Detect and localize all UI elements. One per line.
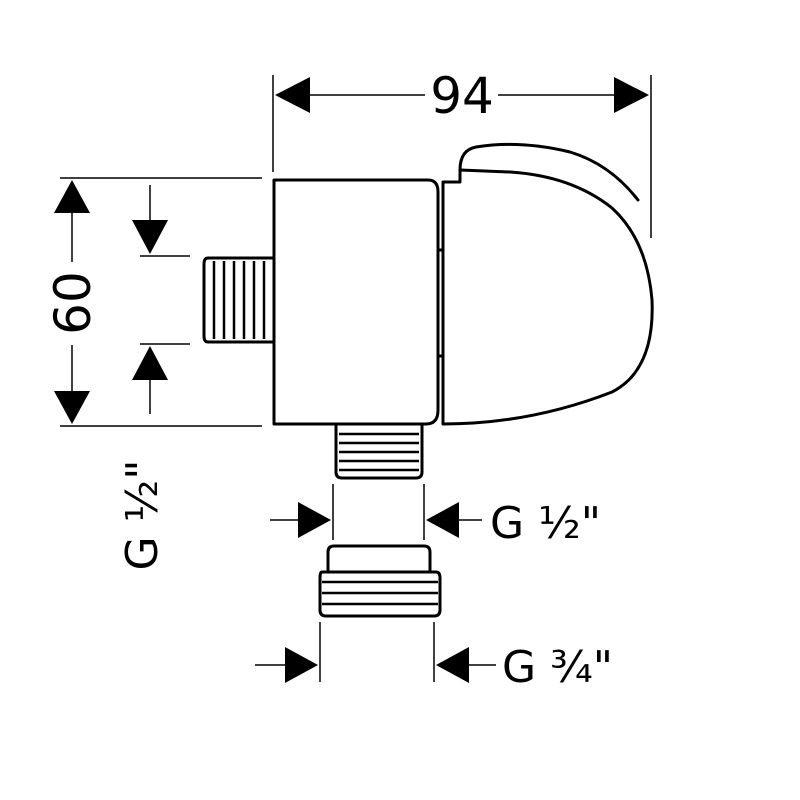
inlet-arrow-top [132, 220, 168, 254]
inlet-thread-label: G ½" [117, 460, 168, 571]
height-arrow-bottom [54, 391, 90, 424]
dome-cap-lip [458, 142, 640, 202]
width-label: 94 [430, 67, 494, 125]
adapter-top-collar [326, 544, 432, 574]
outlet-inner-arrow-right [426, 502, 459, 538]
outlet-thread-outline [334, 422, 424, 480]
outlet-inner-arrow-left [298, 502, 331, 538]
inlet-thread-dimension: G ½" [117, 185, 190, 570]
outlet-outer-dimension: G ¾" [255, 622, 613, 693]
height-label: 60 [44, 271, 102, 335]
body-block [272, 178, 440, 426]
outlet-outer-arrow-left [285, 647, 318, 683]
inlet-thread [202, 256, 276, 344]
width-dimension: 94 [272, 67, 652, 238]
width-arrow-left [275, 77, 310, 113]
outlet-inner-label: G ½" [490, 498, 601, 549]
height-dimension: 60 [44, 177, 262, 427]
adapter-nut [318, 544, 442, 618]
adapter-thread-outline [318, 570, 442, 618]
dome-cap [441, 168, 654, 426]
inlet-thread-outline [202, 256, 276, 344]
outlet-thread [334, 422, 424, 480]
inlet-arrow-bottom [132, 346, 168, 380]
height-arrow-top [54, 180, 90, 213]
outlet-inner-dimension: G ½" [270, 484, 601, 549]
outlet-outer-label: G ¾" [502, 642, 613, 693]
outlet-outer-arrow-right [436, 647, 469, 683]
fitting-body [272, 142, 654, 426]
width-arrow-right [614, 77, 649, 113]
